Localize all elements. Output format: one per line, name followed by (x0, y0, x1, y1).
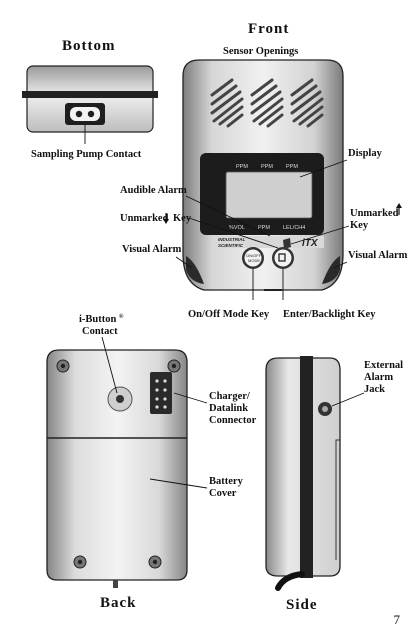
lcd-bottom-2: PPM (258, 225, 270, 231)
bottom-view-device (22, 65, 158, 133)
brand-line-1: INDUSTRIAL (218, 237, 245, 242)
lcd-bottom-1: %VOL (229, 225, 245, 231)
i-button-label-2: Contact (82, 326, 118, 337)
external-alarm-label-3: Jack (364, 384, 385, 395)
side-view-title: Side (286, 597, 318, 613)
charger-label-2: Datalink (209, 403, 248, 414)
side-view-device (265, 356, 341, 591)
on-off-key-text-2: MODE (248, 258, 260, 263)
display-leader (299, 159, 348, 178)
sensor-openings-label: Sensor Openings (223, 46, 298, 57)
sampling-pump-contact-label: Sampling Pump Contact (31, 149, 142, 160)
visual-alarm-right-leader (333, 261, 348, 269)
battery-cover-label-2: Cover (209, 488, 237, 499)
model-logo: iTX (302, 238, 319, 249)
lcd-screen (225, 171, 313, 219)
visual-alarm-right-light (322, 256, 340, 284)
battery-cover-leader (149, 478, 208, 489)
lcd-unit-1: PPM (236, 164, 248, 170)
i-button-registered-mark: ® (119, 313, 124, 320)
visual-alarm-right-label: Visual Alarm (348, 250, 408, 261)
unmarked-right-leader (290, 225, 350, 245)
bottom-view-title: Bottom (62, 38, 116, 54)
lcd-unit-2: PPM (261, 164, 273, 170)
visual-alarm-left-label: Visual Alarm (122, 244, 182, 255)
battery-cover-label-1: Battery (209, 476, 244, 487)
i-button-label-1: i-Button (79, 314, 117, 325)
enter-backlight-key-label: Enter/Backlight Key (283, 309, 376, 320)
lcd-unit-3: PPM (286, 164, 298, 170)
page-number: 7 (393, 612, 401, 627)
external-alarm-label-2: Alarm (364, 372, 393, 383)
charger-label-3: Connector (209, 415, 257, 426)
on-off-mode-key-label: On/Off Mode Key (188, 309, 270, 320)
back-view-title: Back (100, 595, 137, 611)
on-off-key-text-1: ON/OFF (246, 253, 262, 258)
unmarked-key[interactable] (283, 238, 291, 249)
audible-alarm-leader (185, 195, 271, 237)
visual-alarm-left-leader (175, 256, 193, 269)
unmarked-key-left-key-word: Key (173, 213, 192, 224)
external-alarm-leader (331, 392, 365, 407)
unmarked-key-left-label: Unmarked (120, 213, 169, 224)
lcd-bottom-3: LEL/CH4 (283, 225, 305, 231)
front-view-title: Front (248, 21, 289, 37)
back-view-device (46, 349, 188, 588)
charger-datalink-connector (150, 372, 172, 414)
unmarked-right-label-1: Unmarked (350, 208, 399, 219)
i-button-leader (101, 336, 118, 394)
charger-label-1: Charger/ (209, 391, 251, 402)
display-label: Display (348, 148, 383, 159)
unmarked-right-label-2: Key (350, 220, 369, 231)
sensor-openings-grill (210, 78, 324, 128)
visual-alarm-left-light (186, 256, 204, 284)
charger-leader (173, 392, 208, 404)
external-alarm-label-1: External (364, 360, 403, 371)
front-view-device: PPM PPM PPM %VOL PPM LEL/CH4 INDUSTRIAL … (182, 59, 344, 291)
brand-line-2: SCIENTIFIC (218, 243, 244, 248)
unmarked-left-leader (188, 217, 279, 249)
audible-alarm-label: Audible Alarm (120, 185, 187, 196)
enter-key-icon (278, 253, 286, 262)
